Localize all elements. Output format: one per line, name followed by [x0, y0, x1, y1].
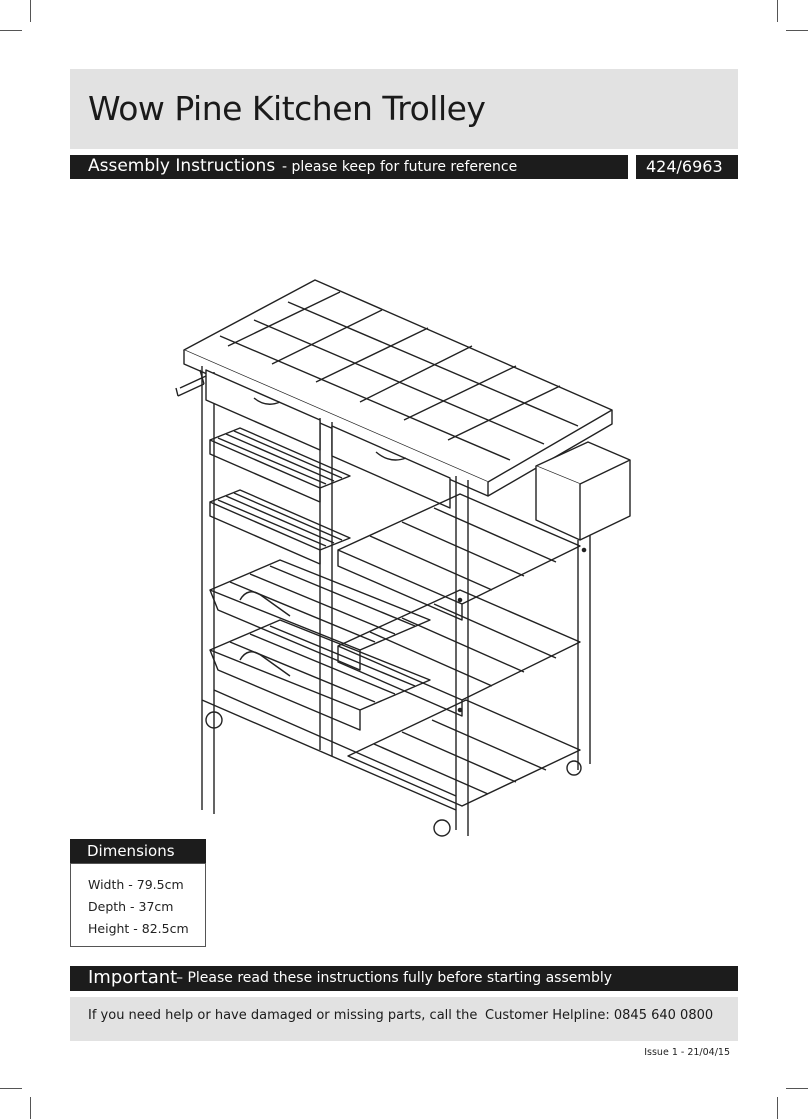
crop-mark: [30, 0, 31, 22]
dimensions-heading-band: Dimensions: [70, 839, 206, 863]
trolley-illustration: [175, 279, 631, 837]
product-code-band: 424/6963: [636, 155, 738, 179]
dimension-width: Width - 79.5cm: [88, 877, 184, 892]
subtitle-note: - please keep for future reference: [282, 159, 518, 175]
subtitle-band: Assembly Instructions - please keep for …: [70, 155, 628, 179]
product-code: 424/6963: [646, 157, 723, 176]
subtitle: Assembly Instructions: [88, 156, 276, 176]
important-label: Important: [88, 967, 178, 988]
help-text: If you need help or have damaged or miss…: [88, 1008, 478, 1023]
crop-mark: [0, 1088, 22, 1089]
issue-label: Issue 1 - 21/04/15: [644, 1047, 730, 1058]
crop-mark: [777, 0, 778, 22]
crop-mark: [30, 1097, 31, 1119]
dimension-depth: Depth - 37cm: [88, 899, 174, 914]
important-band: Important – Please read these instructio…: [70, 966, 738, 991]
dimensions-heading: Dimensions: [87, 842, 175, 860]
dimensions-box: Width - 79.5cm Depth - 37cm Height - 82.…: [70, 863, 206, 947]
title-band: Wow Pine Kitchen Trolley: [70, 69, 738, 149]
page-title: Wow Pine Kitchen Trolley: [88, 89, 486, 128]
crop-mark: [786, 30, 808, 31]
dimension-height: Height - 82.5cm: [88, 921, 189, 936]
important-note: – Please read these instructions fully b…: [176, 970, 613, 986]
help-band: If you need help or have damaged or miss…: [70, 997, 738, 1041]
crop-mark: [777, 1097, 778, 1119]
crop-mark: [0, 30, 22, 31]
crop-mark: [786, 1088, 808, 1089]
helpline: Customer Helpline: 0845 640 0800: [485, 1008, 714, 1023]
